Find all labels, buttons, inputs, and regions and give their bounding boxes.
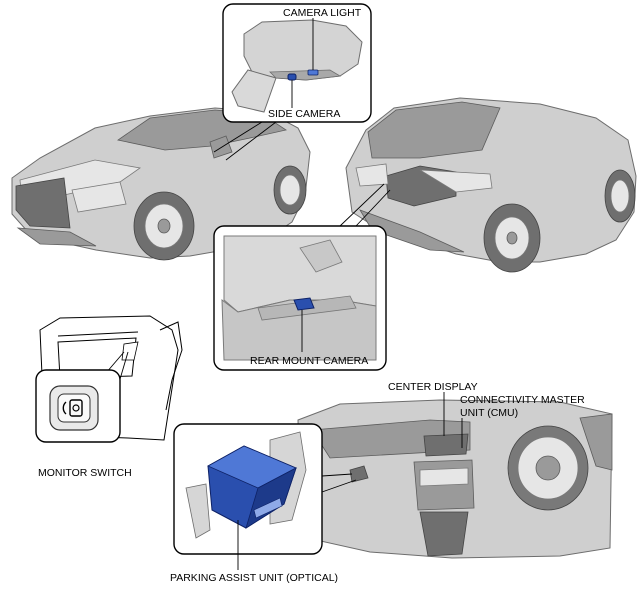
label-cmu-line1: CONNECTIVITY MASTER	[460, 394, 585, 406]
monitor-switch	[49, 385, 99, 431]
front-vehicle-illustration	[11, 107, 311, 261]
label-center-display: CENTER DISPLAY	[388, 381, 478, 393]
dashboard-illustration	[297, 399, 613, 559]
rear-vehicle-illustration	[345, 97, 637, 273]
rear-mount-camera	[293, 297, 315, 311]
liftgate-illustration	[221, 235, 377, 361]
label-rear-mount-camera: REAR MOUNT CAMERA	[250, 355, 368, 367]
label-side-camera: SIDE CAMERA	[268, 108, 340, 120]
label-cmu-line2: UNIT (CMU)	[460, 407, 518, 419]
label-monitor-switch: MONITOR SWITCH	[38, 467, 132, 479]
side-camera	[287, 73, 297, 81]
label-parking-assist-unit: PARKING ASSIST UNIT (OPTICAL)	[170, 572, 338, 584]
label-camera-light: CAMERA LIGHT	[283, 7, 362, 19]
camera-light	[307, 69, 319, 76]
camera-switch-icon	[62, 399, 83, 417]
parking-assist-unit	[185, 431, 307, 539]
side-mirror-illustration	[231, 19, 363, 113]
